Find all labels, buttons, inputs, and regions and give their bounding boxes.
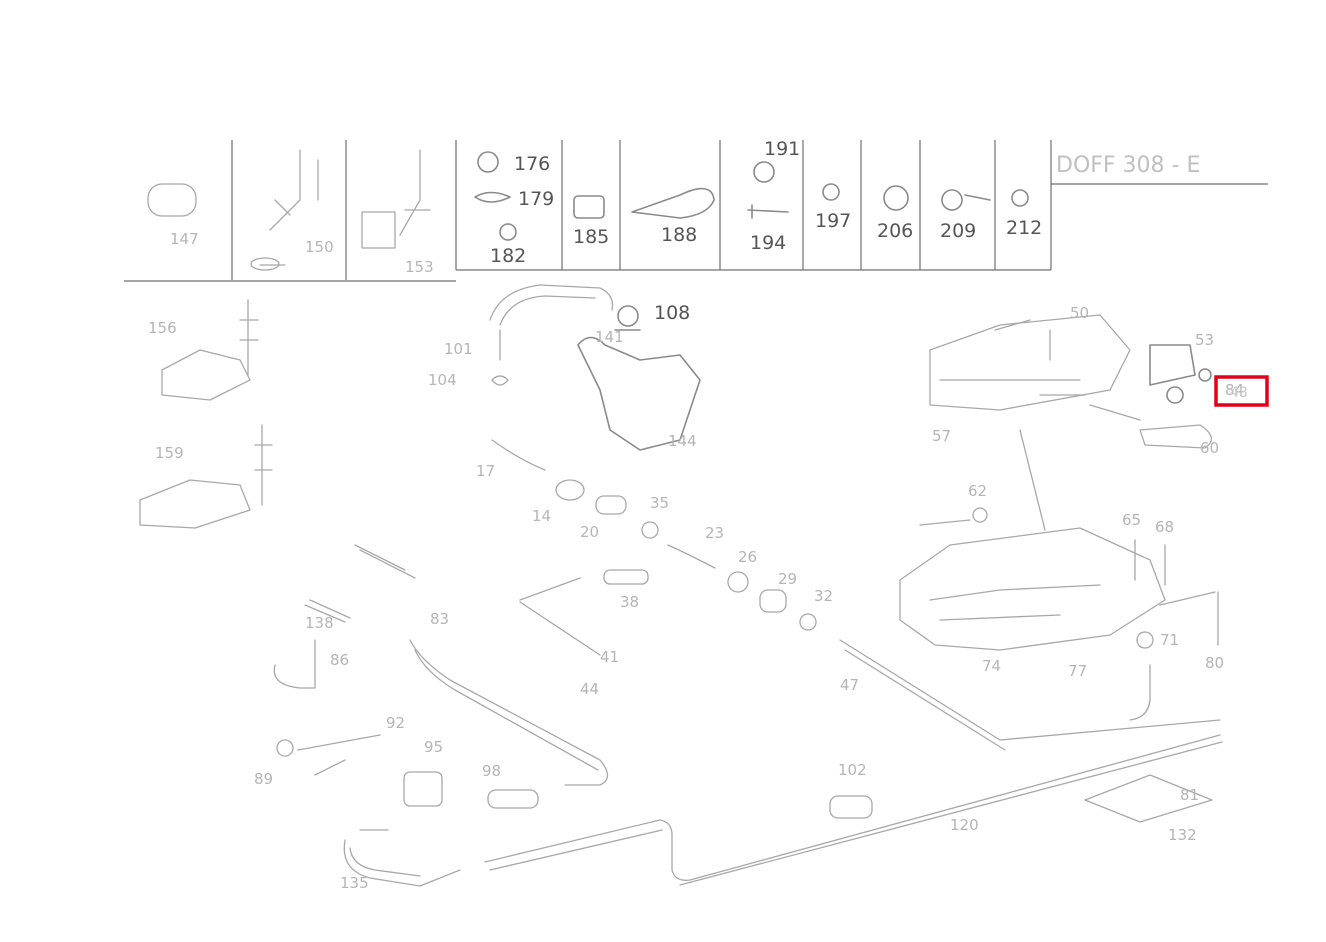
callout-faint: 74 [982,657,1001,675]
callout-faint: 95 [424,738,443,756]
callout-faint: 81 [1180,786,1199,804]
callout-faint: 144 [668,432,697,450]
callout-faint: 147 [170,230,199,248]
callout-191: 191 [764,138,800,160]
callout-faint: 35 [650,494,669,512]
callout-faint: 86 [330,651,349,669]
callout-faint: 68 [1155,518,1174,536]
callout-faint: 26 [738,548,757,566]
callout-faint: 92 [386,714,405,732]
header-cell-labels: 176 179 182 185 188 191 194 197 206 209 … [490,138,1200,267]
callout-176: 176 [514,153,550,175]
callout-faint: 101 [444,340,473,358]
callout-209: 209 [940,220,976,242]
left-components [139,299,273,529]
right-lower-assembly [899,507,1219,721]
callout-faint: 89 [254,770,273,788]
callout-faint: 102 [838,761,867,779]
callout-faint: 50 [1070,304,1089,322]
callout-faint: 20 [580,523,599,541]
callout-179: 179 [518,188,554,210]
callout-faint: 65 [1122,511,1141,529]
callout-faint: 120 [950,816,979,834]
callout-faint: 153 [405,258,434,276]
callout-faint: 17 [476,462,495,480]
callout-faint: 141 [595,328,624,346]
header-part-sketches [147,149,1029,271]
callout-faint: 29 [778,570,797,588]
callout-faint: 14 [532,507,551,525]
callout-faint: 104 [428,371,457,389]
callout-faint: 41 [600,648,619,666]
diagram-code: DOFF 308 - E [1056,153,1200,178]
callout-194: 194 [750,232,786,254]
callout-faint: 62 [968,482,987,500]
bottom-pipe-run [484,734,1223,886]
callout-faint: 53 [1195,331,1214,349]
highlight-marker[interactable]: 48 [1214,375,1269,407]
pipe-run-center [491,439,1221,751]
callout-faint: 159 [155,444,184,462]
callout-faint: 156 [148,319,177,337]
callout-faint: 77 [1068,662,1087,680]
callout-faint: 23 [705,524,724,542]
callout-faint: 71 [1160,631,1179,649]
callout-faint: 47 [840,676,859,694]
callout-197: 197 [815,210,851,232]
callout-faint: 44 [580,680,599,698]
callout-faint: 84 [1225,381,1244,399]
right-top-assembly [929,314,1212,531]
callout-faint: 98 [482,762,501,780]
callout-labels: 108 147 150 153 156 159 101 104 17 14 20… [148,230,1244,892]
callout-faint: 32 [814,587,833,605]
callout-faint: 132 [1168,826,1197,844]
highlight-box[interactable] [1214,375,1269,407]
callout-185: 185 [573,226,609,248]
callout-faint: 80 [1205,654,1224,672]
callout-faint: 138 [305,614,334,632]
callout-faint: 150 [305,238,334,256]
callout-182: 182 [490,245,526,267]
callout-faint: 60 [1200,439,1219,457]
header-table-grid [124,140,1268,282]
callout-faint: 38 [620,593,639,611]
callout-212: 212 [1006,217,1042,239]
callout-188: 188 [661,224,697,246]
highlighted-callout: 48 [1230,385,1248,401]
callout-faint: 57 [932,427,951,445]
callout-206: 206 [877,220,913,242]
hose-assembly-top [489,284,701,451]
callout-faint: 83 [430,610,449,628]
callout-faint: 135 [340,874,369,892]
callout-108: 108 [654,302,690,324]
lower-left-components [273,544,609,887]
